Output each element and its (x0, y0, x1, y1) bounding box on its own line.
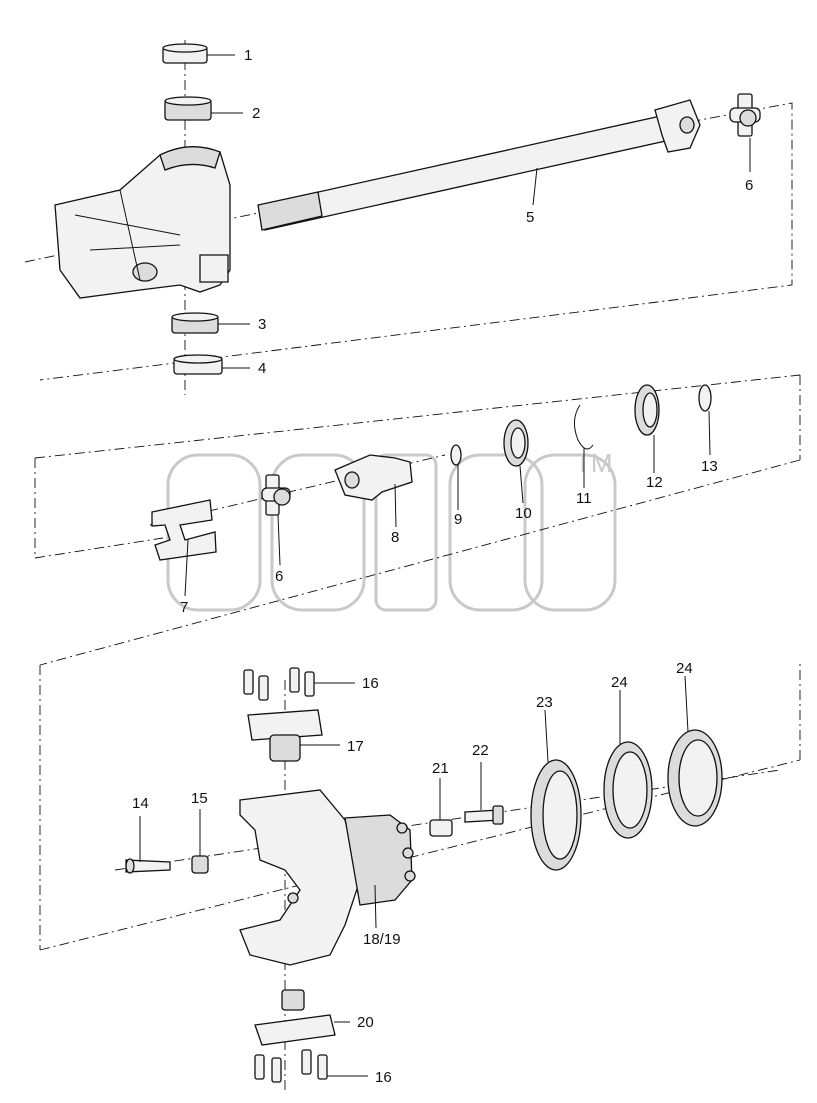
callout-16-bottom: 16 (375, 1069, 392, 1086)
part-20-king-pin-cap (254, 989, 336, 1046)
part-15-nut (191, 855, 209, 874)
part-16-bolts-bottom (254, 1049, 328, 1083)
callout-4: 4 (258, 360, 266, 377)
callout-20: 20 (357, 1014, 374, 1031)
leader-lines (139, 54, 751, 1077)
part-21-sleeve (429, 819, 453, 837)
part-3-bearing (171, 312, 219, 334)
part-7-yoke (151, 499, 217, 561)
part-24-bearing-inner (603, 741, 653, 839)
callout-9: 9 (454, 511, 462, 528)
callout-1: 1 (244, 47, 252, 64)
part-22-bolt (464, 805, 504, 825)
callout-16-top: 16 (362, 675, 379, 692)
part-11-circlip (574, 404, 594, 450)
part-4-bearing-cup (173, 354, 223, 375)
callout-10: 10 (515, 505, 532, 522)
callout-12: 12 (646, 474, 663, 491)
part-1-bearing-cup (162, 43, 208, 64)
part-12-bearing (634, 384, 660, 436)
part-9-snap-ring (450, 444, 462, 466)
callout-23: 23 (536, 694, 553, 711)
callout-5: 5 (526, 209, 534, 226)
callout-21: 21 (432, 760, 449, 777)
callout-14: 14 (132, 795, 149, 812)
watermark-logo: TM (166, 448, 617, 612)
callout-24-inner: 24 (611, 674, 628, 691)
part-14-pin (125, 858, 171, 874)
part-6-universal-cross-lower (261, 474, 291, 516)
part-17-king-pin-cap (247, 709, 323, 762)
axle-housing (54, 146, 231, 299)
part-8-stub-shaft (334, 454, 413, 501)
watermark-tm: TM (575, 448, 613, 478)
part-10-seal (503, 419, 529, 467)
callout-6-lower: 6 (275, 568, 283, 585)
part-16-bolts-top (243, 667, 315, 701)
callout-3: 3 (258, 316, 266, 333)
part-5-axle-shaft (257, 99, 701, 231)
part-13-ring (698, 384, 712, 412)
part-2-bearing (164, 96, 212, 121)
part-6-universal-cross-upper (729, 93, 761, 137)
callout-17: 17 (347, 738, 364, 755)
callout-7: 7 (180, 599, 188, 616)
callout-11: 11 (576, 490, 592, 507)
callout-6-upper: 6 (745, 177, 753, 194)
callout-18-19: 18/19 (363, 931, 401, 948)
callout-24-outer: 24 (676, 660, 693, 677)
part-18-19-steering-knuckle (239, 789, 416, 966)
callout-13: 13 (701, 458, 718, 475)
callout-15: 15 (191, 790, 208, 807)
callout-2: 2 (252, 105, 260, 122)
callout-labels: 1 2 3 4 5 6 6 7 8 9 10 11 12 13 14 15 16… (132, 47, 753, 1086)
part-23-seal-ring (530, 759, 582, 871)
callout-8: 8 (391, 529, 399, 546)
callout-22: 22 (472, 742, 489, 759)
part-24-bearing-outer (667, 729, 723, 827)
